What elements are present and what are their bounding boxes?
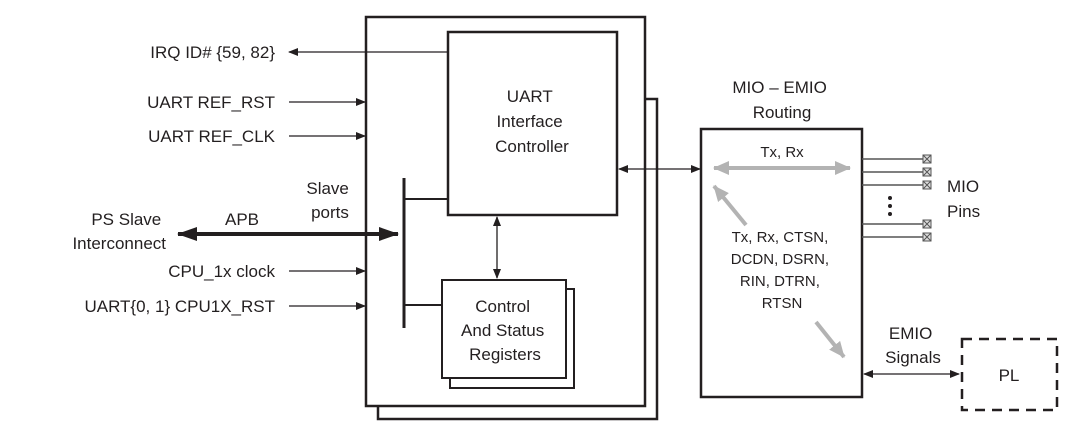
mio-emio-title: MIO – EMIO Routing: [732, 78, 831, 122]
emio-gray-arrow: [814, 320, 846, 359]
slave-ports-label: Slave ports: [306, 179, 353, 222]
pin-icon: [922, 154, 932, 164]
csr-box: [441, 279, 567, 379]
pin-icon: [922, 219, 932, 229]
pin-icon: [922, 180, 932, 190]
emio-signals-label: EMIO Signals: [885, 324, 941, 367]
mio-pins-label: MIO Pins: [947, 177, 984, 221]
ellipsis-dots: [888, 196, 892, 216]
uart-controller-label: UART Interface Controller: [495, 87, 569, 156]
irq-label: IRQ ID# {59, 82}: [150, 43, 275, 62]
apb-label: APB: [225, 210, 259, 229]
pl-box: [960, 337, 1059, 412]
ref-clk-label: UART REF_CLK: [148, 127, 276, 146]
pin-icon: [922, 232, 932, 242]
mio-pin-lines: [862, 158, 923, 238]
csr-label: Control And Status Registers: [461, 297, 549, 364]
ref-rst-label: UART REF_RST: [147, 93, 275, 112]
pin-icon: [922, 167, 932, 177]
ps-slave-label: PS Slave Interconnect: [72, 210, 166, 253]
mio-signals-label: Tx, Rx, CTSN, DCDN, DSRN, RIN, DTRN, RTS…: [731, 229, 834, 312]
mio-gray-arrow: [712, 184, 748, 227]
cpu-clock-label: CPU_1x clock: [168, 262, 275, 281]
pl-label: PL: [999, 366, 1020, 385]
uart-interface-controller-box: [446, 30, 619, 217]
cpu-rst-label: UART{0, 1} CPU1X_RST: [84, 297, 275, 316]
txrx-label: Tx, Rx: [760, 144, 804, 161]
mio-pin-icons: [922, 154, 932, 242]
